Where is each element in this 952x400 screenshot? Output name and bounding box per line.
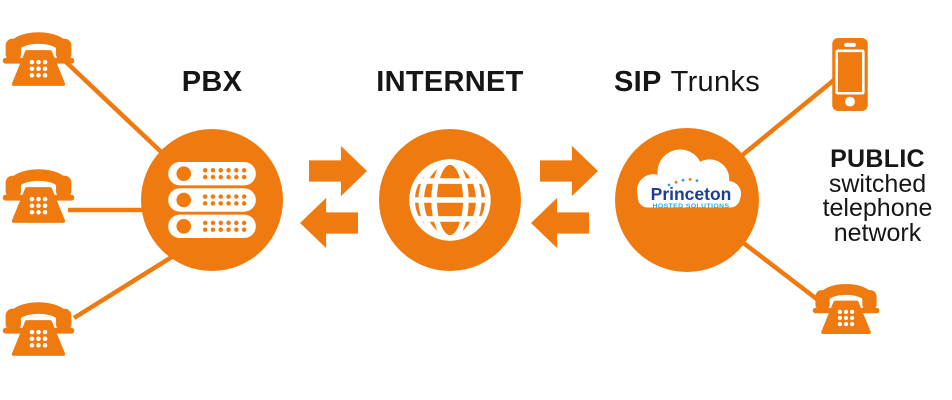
desk-phone-icon bbox=[2, 302, 75, 356]
server-stack-icon bbox=[168, 162, 256, 238]
princeton-logo-tagline: HOSTED SOLUTIONS bbox=[652, 203, 730, 210]
pstn-line-network: network bbox=[833, 218, 922, 247]
mobile-phone-icon bbox=[832, 38, 868, 111]
desk-phone-icon bbox=[2, 169, 75, 223]
arrow-right-icon bbox=[309, 145, 367, 197]
pstn-label: PUBLIC switched telephone network bbox=[795, 147, 952, 245]
cloud-icon bbox=[636, 149, 742, 208]
pstn-line-switched: switched bbox=[828, 169, 927, 198]
sip-label-bold: SIP bbox=[613, 66, 662, 98]
pbx-circle bbox=[141, 129, 283, 271]
arrow-left-icon bbox=[531, 197, 589, 249]
desk-phone-icon bbox=[2, 32, 75, 86]
internet-circle bbox=[379, 129, 521, 271]
internet-label: INTERNET bbox=[376, 66, 524, 98]
pstn-line-public: PUBLIC bbox=[830, 145, 925, 173]
logo-dots-icon bbox=[667, 178, 699, 187]
arrow-left-icon bbox=[300, 197, 358, 249]
desk-phone-icon bbox=[812, 284, 880, 334]
princeton-logo-name: Princeton bbox=[650, 184, 732, 204]
sip-label-regular: Trunks bbox=[670, 66, 760, 98]
pbx-label: PBX bbox=[181, 66, 243, 98]
arrow-right-icon bbox=[540, 145, 598, 197]
globe-icon bbox=[409, 159, 491, 241]
pstn-line-telephone: telephone bbox=[822, 194, 933, 222]
